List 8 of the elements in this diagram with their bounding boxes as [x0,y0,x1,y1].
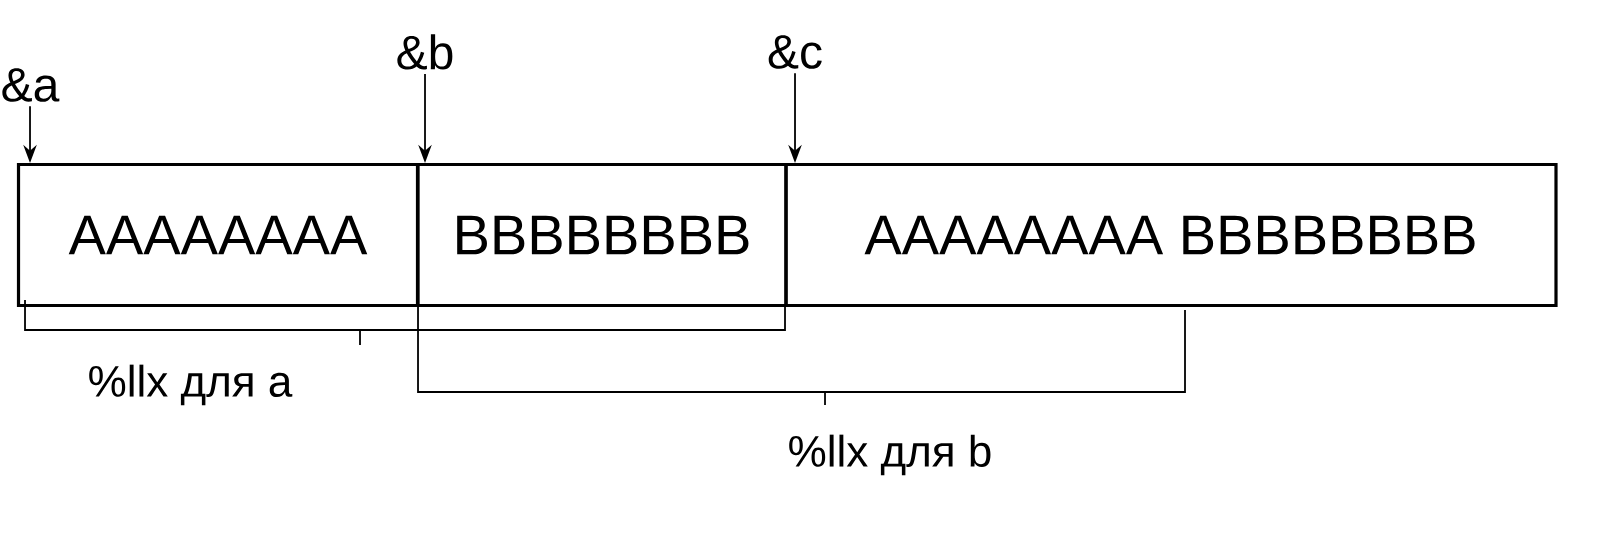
pointer-label: &b [397,34,453,70]
memory-block: AAAAAAAA [16,162,420,308]
pointer-label: &a [2,68,60,102]
memory-block: BBBBBBBB [416,162,788,308]
brace-label: %llx для b [789,434,991,476]
pointer-label: &c [768,35,822,69]
brace-label: %llx для a [89,364,293,406]
memory-block: AAAAAAAA BBBBBBBB [784,162,1558,308]
